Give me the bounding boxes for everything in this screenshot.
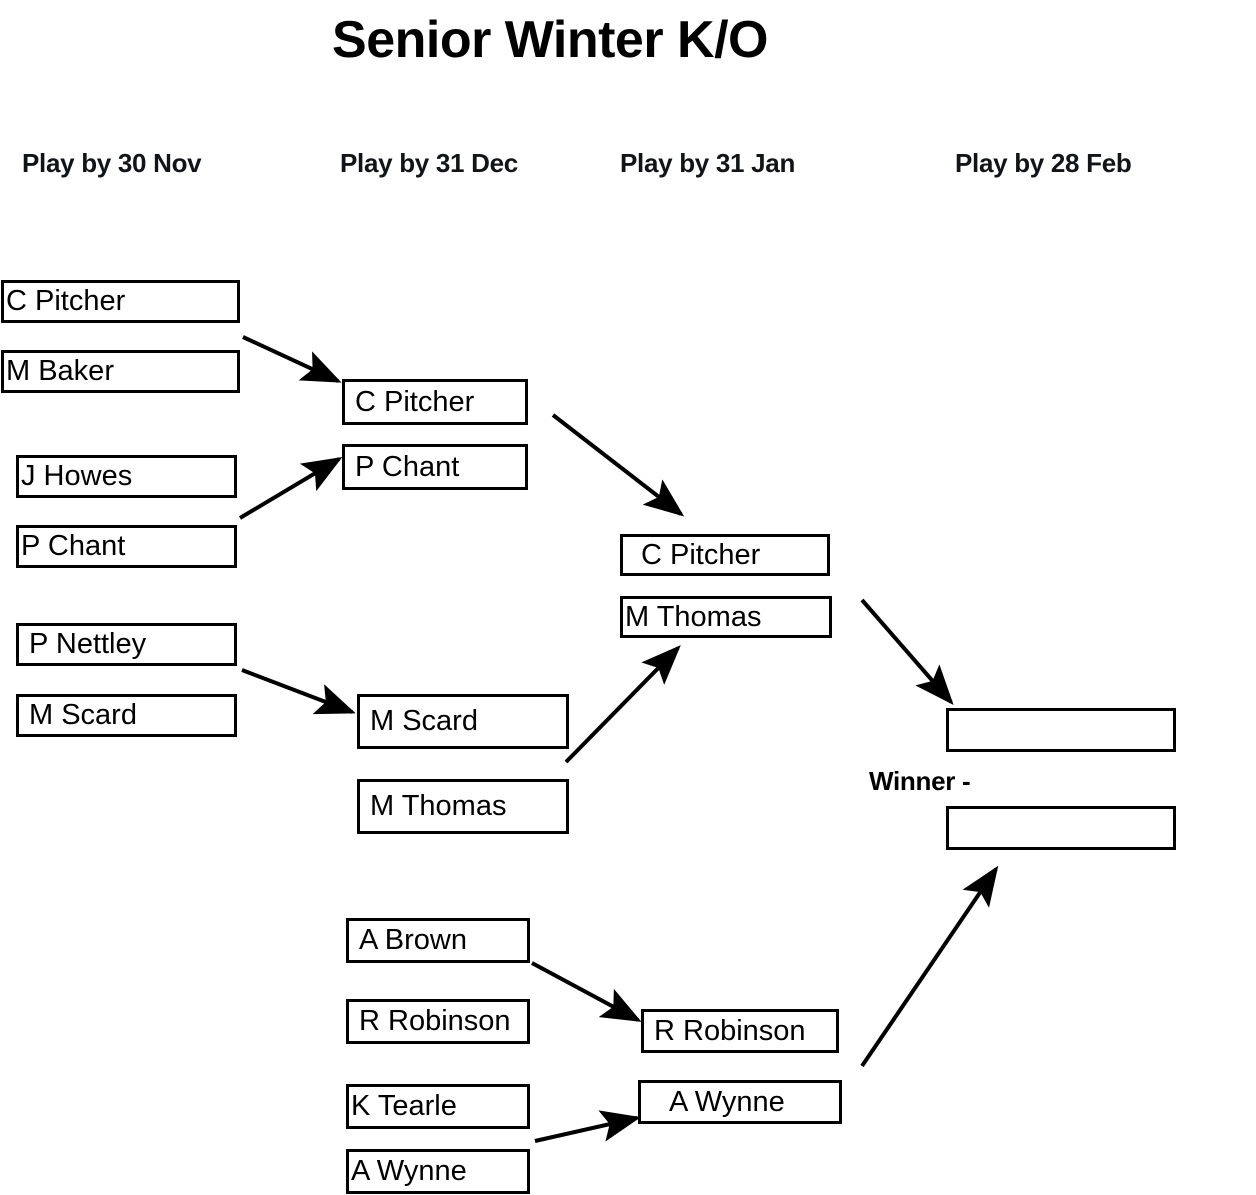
connector-r1-howes-chant xyxy=(238,456,343,520)
column-header-round-1: Play by 30 Nov xyxy=(22,148,202,178)
slot-label: R Robinson xyxy=(359,1005,511,1037)
slot-round1-6[interactable]: M Scard xyxy=(16,694,237,737)
slot-label: C Pitcher xyxy=(6,285,126,317)
connector-r1-pitcher-baker xyxy=(242,335,342,383)
winner-label: Winner - xyxy=(869,766,971,796)
slot-round2-8[interactable]: A Wynne xyxy=(346,1149,530,1194)
slot-round2-4[interactable]: M Thomas xyxy=(357,779,569,834)
connector-semi-top-to-final xyxy=(860,598,954,706)
slot-final-2[interactable] xyxy=(946,806,1176,850)
connector-r2-tearle-wynne xyxy=(534,1110,641,1143)
slot-round3-4[interactable]: A Wynne xyxy=(638,1080,842,1124)
slot-label: P Nettley xyxy=(29,628,147,660)
slot-round3-2[interactable]: M Thomas xyxy=(620,596,832,638)
slot-label: M Thomas xyxy=(625,600,762,633)
slot-round1-5[interactable]: P Nettley xyxy=(16,623,237,666)
connector-r2-bottom-to-semi xyxy=(564,645,681,764)
page-title: Senior Winter K/O xyxy=(332,11,768,69)
slot-label: M Scard xyxy=(370,705,478,737)
slot-round2-7[interactable]: K Tearle xyxy=(346,1084,530,1129)
slot-round1-2[interactable]: M Baker xyxy=(1,350,240,393)
slot-label: C Pitcher xyxy=(641,538,761,571)
slot-round1-3[interactable]: J Howes xyxy=(16,455,237,498)
slot-label: K Tearle xyxy=(351,1090,457,1122)
column-header-round-3: Play by 31 Jan xyxy=(620,148,796,178)
slot-label: P Chant xyxy=(21,530,126,562)
slot-label: A Wynne xyxy=(669,1085,785,1118)
slot-round2-3[interactable]: M Scard xyxy=(357,694,569,749)
slot-round1-1[interactable]: C Pitcher xyxy=(1,280,240,323)
connector-r2-brown-robinson xyxy=(531,961,642,1022)
slot-label: P Chant xyxy=(355,450,460,483)
slot-round3-3[interactable]: R Robinson xyxy=(641,1009,839,1053)
connector-r1-nettley-scard xyxy=(241,668,356,715)
slot-label: J Howes xyxy=(21,460,133,492)
slot-round3-1[interactable]: C Pitcher xyxy=(620,534,830,576)
slot-round2-5[interactable]: A Brown xyxy=(346,918,530,963)
slot-label: A Brown xyxy=(359,924,467,956)
column-header-round-4: Play by 28 Feb xyxy=(955,148,1132,178)
slot-label: M Thomas xyxy=(370,790,507,822)
connector-semi-bottom-to-final xyxy=(860,865,999,1068)
slot-label: M Scard xyxy=(29,699,137,731)
slot-round2-2[interactable]: P Chant xyxy=(342,444,528,490)
connector-r2-top-to-semi xyxy=(551,413,685,517)
slot-label: C Pitcher xyxy=(355,385,475,418)
slot-label: M Baker xyxy=(6,355,114,387)
column-header-round-2: Play by 31 Dec xyxy=(340,148,518,178)
slot-final-1[interactable] xyxy=(946,708,1176,752)
slot-label: A Wynne xyxy=(351,1155,467,1187)
slot-round2-1[interactable]: C Pitcher xyxy=(342,379,528,425)
slot-round1-4[interactable]: P Chant xyxy=(16,525,237,568)
slot-label: R Robinson xyxy=(654,1014,806,1047)
slot-round2-6[interactable]: R Robinson xyxy=(346,999,530,1044)
